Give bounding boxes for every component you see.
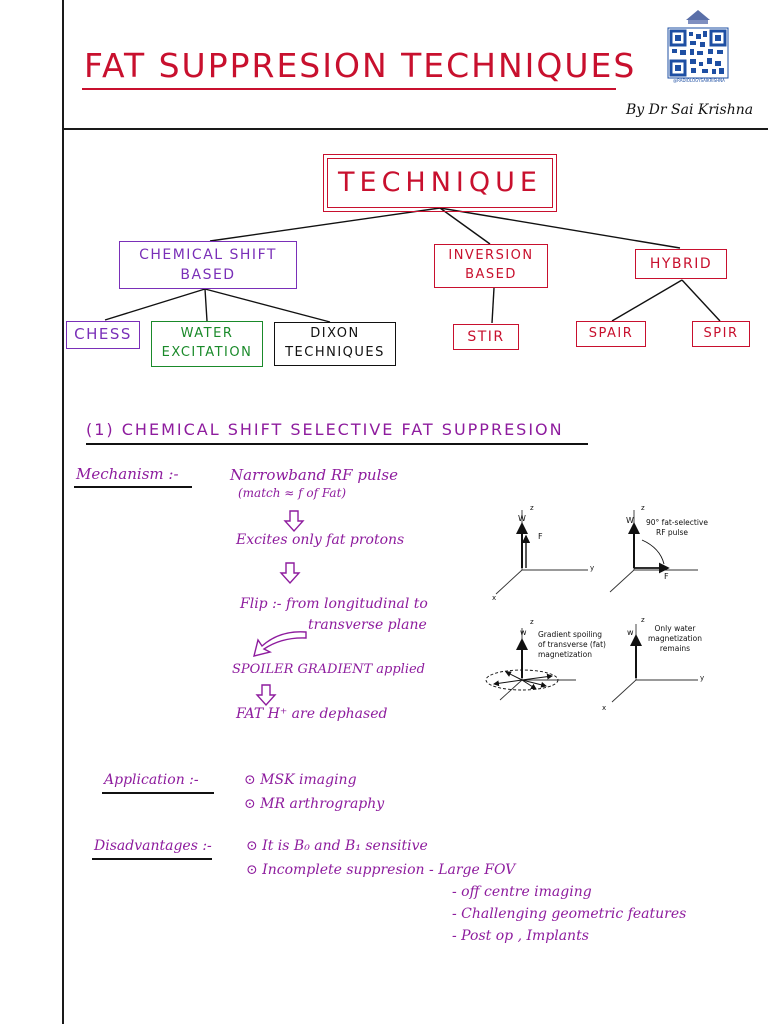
notebook-margin-line xyxy=(62,0,64,1024)
section1-underline xyxy=(86,443,588,445)
panel-b-f-label: F xyxy=(664,572,669,581)
step-excites-fat: Excites only fat protons xyxy=(236,532,405,548)
chess-node: CHESS xyxy=(66,321,140,349)
water-line2: EXCITATION xyxy=(161,345,253,360)
disadvantage-b0-b1: ⊙ It is B₀ and B₁ sensitive xyxy=(246,838,428,854)
dixon-line2: TECHNIQUES xyxy=(285,345,385,360)
panel-b-caption-line1: 90° fat-selective xyxy=(646,518,708,527)
panel-b-caption-line2: RF pulse xyxy=(656,527,689,537)
panel-a-x-label: x xyxy=(492,594,497,602)
panel-a-y-label: y xyxy=(590,564,595,572)
application-msk: ⊙ MSK imaging xyxy=(244,772,357,788)
application-mr-arthrography: ⊙ MR arthrography xyxy=(244,796,385,812)
panel-c-caption-line1: Gradient spoiling xyxy=(538,630,603,639)
panel-d-caption-line2: magnetization xyxy=(648,633,702,643)
page-title: FAT SUPPRESION TECHNIQUES xyxy=(84,46,637,85)
chemical-shift-node: CHEMICAL SHIFT BASED xyxy=(119,241,297,289)
disadvantage-post-op: - Post op , Implants xyxy=(452,928,589,944)
spair-node: SPAIR xyxy=(576,321,646,347)
disadvantages-underline xyxy=(92,858,212,860)
chemical-shift-line1: CHEMICAL SHIFT xyxy=(139,246,277,263)
fat-suppression-diagram xyxy=(485,510,698,703)
hybrid-node: HYBRID xyxy=(635,249,727,279)
spir-node: SPIR xyxy=(692,321,750,347)
mechanism-underline xyxy=(74,486,192,488)
panel-b-z-label: z xyxy=(641,504,645,512)
panel-a-z-label: z xyxy=(530,504,534,512)
panel-d-caption-line3: remains xyxy=(659,643,691,653)
down-arrow-icon xyxy=(255,684,277,707)
panel-d-z-label: z xyxy=(641,616,645,624)
chemical-shift-line2: BASED xyxy=(180,267,236,283)
down-arrow-icon xyxy=(283,510,305,533)
panel-d-caption-line1: Only water xyxy=(654,624,696,633)
panel-b-w-label: W xyxy=(626,516,634,525)
disadvantage-geometric: - Challenging geometric features xyxy=(452,906,687,922)
step-flip: Flip :- from longitudinal to xyxy=(240,596,428,612)
disadvantages-label: Disadvantages :- xyxy=(94,838,212,854)
panel-a-w-label: W xyxy=(518,514,526,523)
panel-c-caption-line2: of transverse (fat) xyxy=(538,639,606,649)
section1-heading: (1) CHEMICAL SHIFT SELECTIVE FAT SUPPRES… xyxy=(86,420,564,439)
panel-d-y-label: y xyxy=(700,674,705,682)
diagram-panel-d xyxy=(611,624,698,703)
author-signature: By Dr Sai Krishna xyxy=(626,102,754,118)
step-dephased: FAT H⁺ are dephased xyxy=(236,706,388,722)
step-rf-pulse: Narrowband RF pulse xyxy=(230,466,398,484)
panel-d-caption: Only water magnetization remains xyxy=(648,624,702,653)
step-transverse: transverse plane xyxy=(308,617,427,633)
diagram-panel-c xyxy=(485,628,576,701)
water-excitation-node: WATER EXCITATION xyxy=(151,321,263,367)
panel-c-w-label: w xyxy=(520,628,527,637)
panel-c-caption-line3: magnetization xyxy=(538,649,592,659)
mechanism-label: Mechanism :- xyxy=(76,465,179,483)
technique-root-box: TECHNIQUE xyxy=(323,154,557,212)
panel-c-caption: Gradient spoiling of transverse (fat) ma… xyxy=(538,630,606,659)
application-label: Application :- xyxy=(104,772,199,788)
disadvantage-incomplete: ⊙ Incomplete suppresion - Large FOV xyxy=(246,862,516,878)
water-line1: WATER xyxy=(180,326,234,342)
panel-c-z-label: z xyxy=(530,618,534,626)
qr-caption: @RADIOLOGYSAIKRISHNA xyxy=(673,78,725,83)
header-divider xyxy=(62,128,768,130)
curved-arrow-icon xyxy=(253,631,307,657)
panel-b-caption: 90° fat-selective RF pulse xyxy=(646,518,708,538)
title-underline xyxy=(82,88,616,90)
step-spoiler: SPOILER GRADIENT applied xyxy=(232,662,426,677)
down-arrow-icon xyxy=(279,562,301,585)
inversion-node: INVERSION BASED xyxy=(434,244,548,288)
inversion-line1: INVERSION xyxy=(448,248,534,264)
panel-d-w-label: w xyxy=(627,628,634,637)
stir-node: STIR xyxy=(453,324,519,350)
diagram-panel-b xyxy=(609,510,698,593)
disadvantage-off-centre: - off centre imaging xyxy=(452,884,592,900)
panel-d-x-label: x xyxy=(602,704,607,712)
inversion-line2: BASED xyxy=(465,267,517,282)
panel-a-f-label: F xyxy=(538,532,543,541)
dixon-line1: DIXON xyxy=(310,326,360,342)
diagram-panel-a xyxy=(495,510,588,595)
step-rf-match: (match ≈ f of Fat) xyxy=(238,486,347,500)
dixon-node: DIXON TECHNIQUES xyxy=(274,322,396,366)
qr-code-icon xyxy=(667,10,729,79)
application-underline xyxy=(102,792,214,794)
